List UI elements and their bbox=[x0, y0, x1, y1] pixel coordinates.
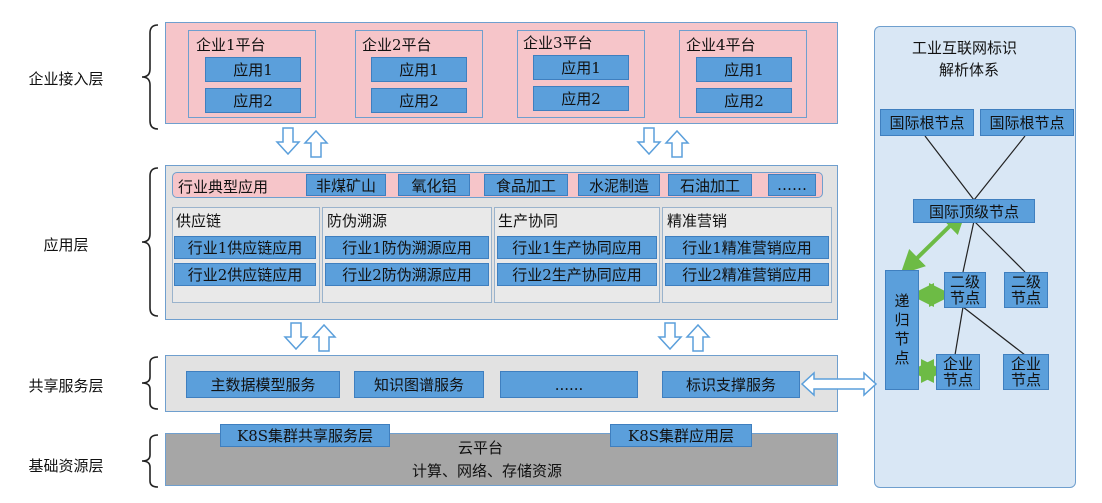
tree-lines bbox=[924, 135, 1026, 356]
enterprise-platform-3 bbox=[517, 30, 645, 118]
platform-app-box: 应用1 bbox=[371, 57, 467, 82]
industry-item: 氧化铝 bbox=[398, 174, 470, 196]
enterprise-platform-1 bbox=[188, 30, 316, 118]
app-column-item: 行业1供应链应用 bbox=[174, 236, 316, 259]
platform-title: 企业1平台 bbox=[196, 36, 266, 54]
recursive-char: 点 bbox=[894, 349, 910, 367]
enterprise-platform-2 bbox=[355, 30, 483, 118]
platform-app-box: 应用2 bbox=[696, 88, 792, 113]
node-text: 企业 bbox=[1010, 355, 1041, 373]
app-column-item: 行业1精准营销应用 bbox=[665, 236, 829, 259]
identity-enterprise-node-2: 企业 节点 bbox=[1003, 354, 1049, 390]
app-column-title: 防伪溯源 bbox=[327, 212, 388, 230]
identity-title-line1: 工业互联网标识 bbox=[912, 39, 1018, 57]
layer-arrows bbox=[275, 127, 878, 397]
recursive-char: 递 bbox=[894, 292, 910, 310]
layer-label-base: 基础资源层 bbox=[28, 457, 104, 475]
platform-title: 企业4平台 bbox=[686, 36, 756, 54]
industry-item: 食品加工 bbox=[484, 174, 568, 196]
k8s-shared-box: K8S集群共享服务层 bbox=[220, 424, 390, 447]
node-text: 节点 bbox=[1010, 289, 1041, 307]
platform-title: 企业3平台 bbox=[523, 34, 593, 52]
identity-title-line2: 解析体系 bbox=[939, 61, 1000, 79]
base-resources-label: 计算、网络、存储资源 bbox=[412, 462, 563, 480]
identity-secondary-node-2: 二级 节点 bbox=[1004, 272, 1048, 308]
platform-app-box: 应用2 bbox=[533, 86, 629, 111]
industry-item: 非煤矿山 bbox=[306, 174, 386, 196]
app-column-item: 行业2生产协同应用 bbox=[497, 263, 657, 286]
app-column-title: 供应链 bbox=[176, 212, 222, 230]
k8s-app-box: K8S集群应用层 bbox=[610, 424, 752, 447]
app-column-item: 行业1防伪溯源应用 bbox=[325, 236, 489, 259]
layer-braces bbox=[141, 24, 159, 488]
node-text: 节点 bbox=[949, 289, 980, 307]
identity-secondary-node-1: 二级 节点 bbox=[944, 272, 986, 308]
node-text: 二级 bbox=[1010, 273, 1041, 291]
platform-app-box: 应用1 bbox=[533, 55, 629, 80]
identity-root-node-2: 国际根节点 bbox=[980, 109, 1074, 136]
node-text: 节点 bbox=[942, 371, 973, 389]
app-column-title: 精准营销 bbox=[667, 212, 728, 230]
industry-item: 石油加工 bbox=[668, 174, 752, 196]
platform-title: 企业2平台 bbox=[362, 36, 432, 54]
platform-app-box: 应用2 bbox=[205, 88, 301, 113]
recursive-char: 归 bbox=[894, 311, 910, 329]
shared-service-box: 知识图谱服务 bbox=[354, 371, 484, 398]
shared-service-box: 主数据模型服务 bbox=[186, 371, 340, 398]
app-column-item: 行业1生产协同应用 bbox=[497, 236, 657, 259]
app-column-item: 行业2供应链应用 bbox=[174, 263, 316, 286]
green-arrows bbox=[900, 209, 967, 383]
platform-app-box: 应用2 bbox=[371, 88, 467, 113]
industry-item: 水泥制造 bbox=[578, 174, 660, 196]
industry-label: 行业典型应用 bbox=[178, 178, 269, 196]
enterprise-platform-4 bbox=[679, 30, 807, 118]
app-column-item: 行业2防伪溯源应用 bbox=[325, 263, 489, 286]
layer-label-shared: 共享服务层 bbox=[28, 377, 104, 395]
industry-item: …… bbox=[768, 174, 816, 196]
node-text: 二级 bbox=[949, 273, 980, 291]
shared-service-box: 标识支撑服务 bbox=[662, 371, 800, 398]
node-text: 节点 bbox=[1010, 371, 1041, 389]
platform-app-box: 应用1 bbox=[696, 57, 792, 82]
app-column-item: 行业2精准营销应用 bbox=[665, 263, 829, 286]
layer-label-enterprise: 企业接入层 bbox=[28, 70, 104, 88]
cloud-platform-label: 云平台 bbox=[458, 439, 504, 457]
app-column-title: 生产协同 bbox=[498, 212, 559, 230]
identity-enterprise-node-1: 企业 节点 bbox=[936, 354, 980, 390]
platform-app-box: 应用1 bbox=[205, 57, 301, 82]
layer-label-application: 应用层 bbox=[43, 236, 89, 254]
identity-top-node: 国际顶级节点 bbox=[913, 199, 1035, 223]
shared-service-box: ...... bbox=[500, 371, 638, 398]
recursive-char: 节 bbox=[894, 330, 910, 348]
identity-root-node-1: 国际根节点 bbox=[880, 109, 974, 136]
node-text: 企业 bbox=[942, 355, 973, 373]
identity-recursive-node: 递 归 节 点 bbox=[885, 270, 919, 390]
